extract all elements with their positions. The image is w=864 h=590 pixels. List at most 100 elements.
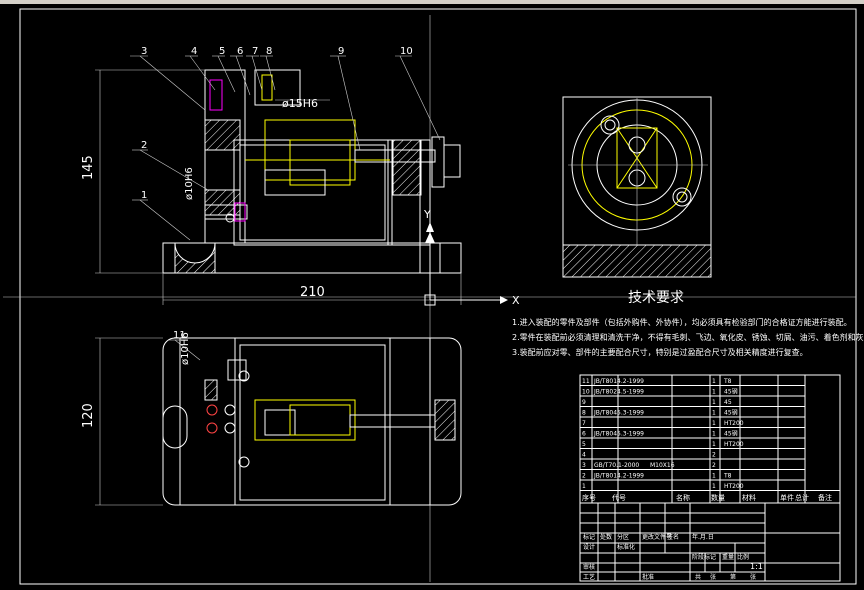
axis-x-label: X <box>512 294 520 307</box>
title-label: 分区 <box>617 533 629 541</box>
bom-cell: 1 <box>712 420 716 427</box>
top-view <box>162 337 462 506</box>
bom-cell: JB/T8014.2-1999 <box>593 378 644 385</box>
bom-cell: 1 <box>712 431 716 438</box>
title-label: 年.月.日 <box>692 533 714 541</box>
bom-cell: 45钢 <box>724 409 738 417</box>
part-number: 6 <box>237 46 243 57</box>
ucs-icon: X Y <box>423 208 520 307</box>
title-label: 处数 <box>600 533 612 541</box>
bom-cell: T8 <box>723 473 732 480</box>
title-label: 签名 <box>667 533 679 541</box>
title-label: 审核 <box>583 563 595 571</box>
bom-cell: 1 <box>712 389 716 396</box>
bom-cell: 3 <box>582 462 586 469</box>
bom-cell: HT200 <box>724 420 744 427</box>
bom-cell: JB/T8045.3-1999 <box>593 410 644 417</box>
bom-cell: JB/T8045.3-1999 <box>593 431 644 438</box>
bom-cell: JB/T8014.2-1999 <box>593 473 644 480</box>
tech-requirements: 技术要求 1.进入装配的零件及部件（包括外购件、外协件），均必须具有检验部门的合… <box>512 290 864 357</box>
bom-cell: 2 <box>712 452 716 459</box>
title-label: 标记 <box>583 533 595 541</box>
part-number: 3 <box>141 46 147 57</box>
title-label: 设计 <box>583 543 595 551</box>
bom-cell: HT200 <box>724 483 744 490</box>
dim-120: 120 <box>81 403 96 428</box>
part-number: 1 <box>141 190 147 201</box>
tech-note: 1.进入装配的零件及部件（包括外购件、外协件），均必须具有检验部门的合格证方能进… <box>512 317 852 327</box>
bom-cell: 10 <box>582 389 590 396</box>
dim-210: 210 <box>300 285 325 300</box>
title-label: 标准化 <box>617 543 635 551</box>
bom-cell: 45 <box>724 399 732 406</box>
bom-cell: 4 <box>582 452 586 459</box>
tech-note: 3.装配前应对零、部件的主要配合尺寸，特别是过盈配合尺寸及相关精度进行复查。 <box>512 347 808 357</box>
title-block: 1:1 标记 处数 分区 更改文件号 签名 年.月.日 设计 标准化 阶段标记 … <box>579 502 841 582</box>
part-number: 9 <box>338 46 344 57</box>
part-number: 10 <box>400 46 413 57</box>
tech-note: 2.零件在装配前必须清理和清洗干净，不得有毛刺、飞边、氧化皮、锈蚀、切屑、油污、… <box>512 332 864 342</box>
title-label: 工艺 <box>583 573 595 581</box>
bom-cell: 2 <box>712 462 716 469</box>
dimension-lines <box>95 69 462 506</box>
title-label: 批准 <box>642 573 654 581</box>
title-label: 张 <box>750 573 756 581</box>
title-label: 张 <box>710 573 716 581</box>
bom-cell: 2 <box>582 473 586 480</box>
bom-cell: JB/T8024.5-1999 <box>593 389 644 396</box>
bom-cell: M10X16 <box>650 462 675 469</box>
bom-cell: 1 <box>712 410 716 417</box>
bom-cell: 1 <box>712 483 716 490</box>
dim-dia15: ø15H6 <box>282 97 318 110</box>
bom-header: 单件 <box>780 493 794 502</box>
bom-cell: 5 <box>582 441 586 448</box>
bom-cell: 1 <box>712 399 716 406</box>
bom-cell: HT200 <box>724 441 744 448</box>
bom-cell: 45钢 <box>724 388 738 396</box>
bom-header: 材料 <box>742 493 756 502</box>
bom-header: 备注 <box>818 493 832 502</box>
side-view <box>562 96 712 278</box>
bom-cell: 1 <box>582 483 586 490</box>
title-label: 共 <box>695 573 701 581</box>
bom-cell: GB/T70.1-2000 <box>594 462 639 469</box>
bom-cell: T8 <box>723 378 732 385</box>
title-label: 更改文件号 <box>642 533 672 541</box>
bom-header: 名称 <box>676 493 690 502</box>
bom-header: 序号 <box>582 493 596 502</box>
bom-header: 总计 <box>795 493 809 502</box>
part-number: 11 <box>173 330 186 341</box>
bom-cell: 7 <box>582 420 586 427</box>
part-number: 2 <box>141 140 147 151</box>
bom-cell: 8 <box>582 410 586 417</box>
bom-header: 代号 <box>612 493 626 502</box>
title-label: 第 <box>730 573 736 581</box>
title-label: 比例 <box>737 553 749 561</box>
part-number-labels: 3 4 5 6 7 8 9 10 2 1 11 <box>141 46 413 341</box>
drawing-frame <box>19 8 857 585</box>
window-top-bar <box>0 0 864 4</box>
bom-cell: 1 <box>712 473 716 480</box>
title-label: 重量 <box>722 553 734 561</box>
bom-cell: 1 <box>712 441 716 448</box>
title-label: 阶段标记 <box>692 553 716 561</box>
dim-dia10b: ø10H6 <box>180 332 191 365</box>
part-number: 4 <box>191 46 197 57</box>
front-view <box>162 69 462 274</box>
tech-title: 技术要求 <box>628 290 684 306</box>
part-number: 7 <box>252 46 258 57</box>
scale-value: 1:1 <box>750 562 763 571</box>
dimension-texts: 145 210 120 ø15H6 ø10H6 ø10H6 <box>81 97 325 428</box>
bom-header: 数量 <box>711 493 725 502</box>
bom-cell: 11 <box>582 378 590 385</box>
part-leaders <box>130 55 441 361</box>
dim-dia10: ø10H6 <box>184 167 195 200</box>
bom-cell: 45钢 <box>724 430 738 438</box>
dim-145: 145 <box>81 155 96 180</box>
part-number: 8 <box>266 46 272 57</box>
part-number: 5 <box>219 46 225 57</box>
bom-cell: 9 <box>582 399 586 406</box>
axis-y-label: Y <box>423 208 431 221</box>
